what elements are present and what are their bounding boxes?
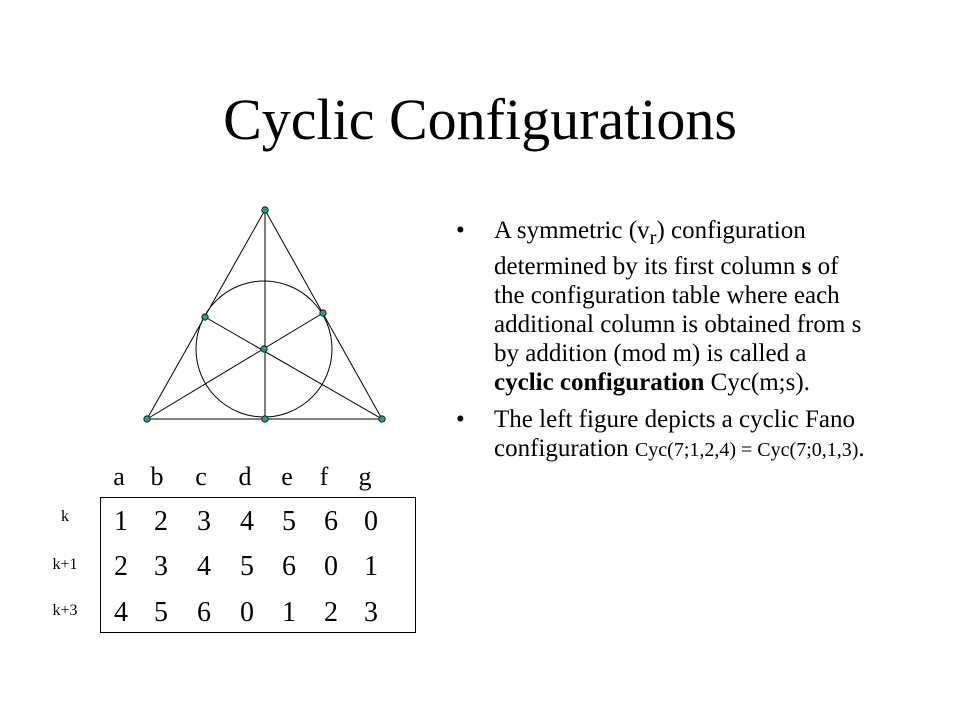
bullet-text: ) configuration determined by its first … — [494, 217, 806, 280]
slide-title: Cyclic Configurations — [223, 87, 737, 152]
column-header: d — [238, 462, 252, 491]
column-header: a — [113, 462, 125, 491]
bold-term: cyclic configuration — [494, 369, 705, 396]
table-cell: 4 — [197, 551, 211, 582]
table-cell: 5 — [282, 506, 296, 537]
column-header: g — [358, 462, 372, 491]
bullet-text: . — [858, 435, 865, 462]
table-cell: 6 — [324, 506, 338, 537]
table-cell: 2 — [114, 551, 128, 582]
fano-point — [143, 415, 151, 423]
table-cell: 6 — [282, 551, 296, 582]
table-cell: 6 — [197, 597, 211, 628]
table-cell: 0 — [364, 506, 378, 537]
formula-text: Cyc(7;1,2,4) = Cyc(7;0,1,3) — [634, 439, 859, 461]
column-header: f — [319, 462, 329, 491]
column-header: e — [281, 462, 293, 491]
bullet-text: Cyc(m;s). — [704, 369, 810, 396]
fano-point — [260, 345, 268, 353]
bullet-marker: • — [456, 217, 465, 244]
configuration-table: 1 2 3 4 5 6 0 2 3 4 5 6 0 1 4 5 6 0 1 2 … — [100, 497, 416, 633]
table-cell: 4 — [114, 597, 128, 628]
table-cell: 5 — [154, 597, 168, 628]
row-label: k — [61, 508, 69, 525]
table-cell: 1 — [364, 551, 378, 582]
row-label: k+1 — [52, 556, 78, 573]
bullet-text: The left figure depicts a cyclic Fano co… — [494, 406, 855, 462]
subscript-r: r — [649, 225, 657, 249]
bullet-marker: • — [456, 406, 465, 433]
fano-point — [378, 415, 386, 423]
column-header: c — [195, 462, 207, 491]
fano-point — [261, 206, 269, 214]
column-header: b — [150, 462, 164, 491]
table-cell: 3 — [197, 506, 211, 537]
median-line — [146, 312, 324, 420]
table-cell: 1 — [114, 506, 128, 537]
table-cell: 1 — [282, 597, 296, 628]
bullet-item: • A symmetric (vr) configuration determi… — [450, 216, 870, 397]
table-cell: 2 — [324, 597, 338, 628]
bullet-text: of the configuration table where each ad… — [494, 253, 862, 367]
table-cell: 3 — [154, 551, 168, 582]
fano-point — [319, 309, 327, 317]
table-cell: 5 — [240, 551, 254, 582]
fano-point — [201, 313, 209, 321]
bullet-text: A symmetric (v — [494, 217, 650, 244]
row-label: k+3 — [52, 602, 78, 619]
table-cell: 0 — [240, 597, 254, 628]
bullet-item: • The left figure depicts a cyclic Fano … — [450, 405, 870, 465]
table-cell: 3 — [364, 597, 378, 628]
table-cell: 2 — [154, 506, 168, 537]
bold-s: s — [801, 253, 812, 280]
bullet-list: • A symmetric (vr) configuration determi… — [450, 216, 870, 473]
table-cell: 0 — [324, 551, 338, 582]
median-line — [204, 316, 383, 420]
table-cell: 4 — [240, 506, 254, 537]
fano-point — [261, 415, 269, 423]
